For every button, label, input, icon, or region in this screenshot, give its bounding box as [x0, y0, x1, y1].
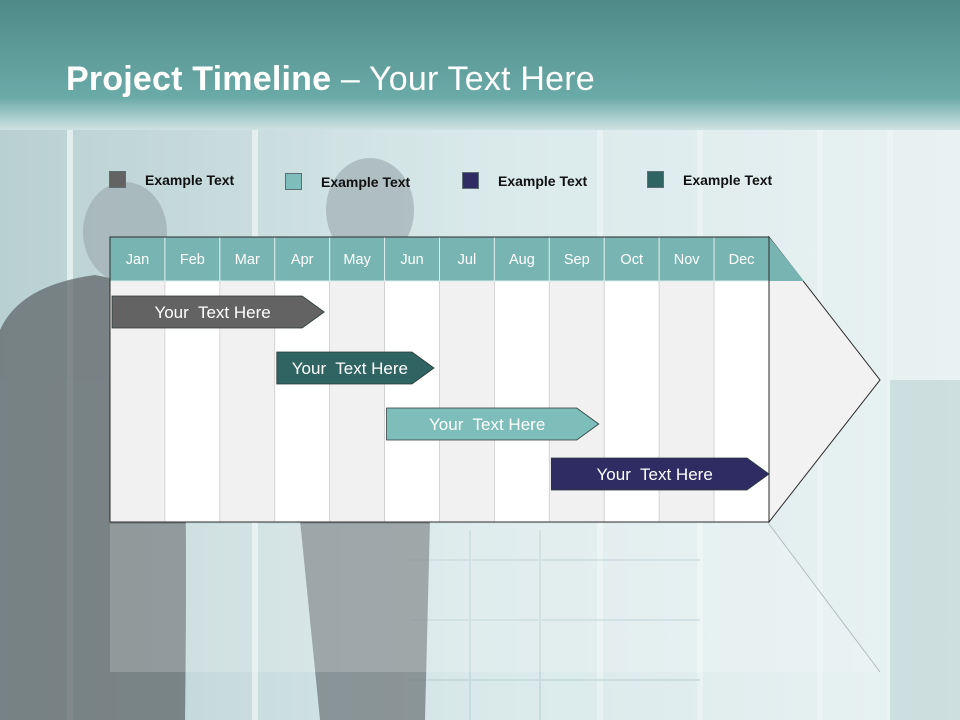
- legend-item-4: Example Text: [647, 171, 772, 188]
- month-label: Sep: [564, 252, 590, 268]
- month-header-aug: [493, 236, 550, 282]
- legend-label-2: Example Text: [321, 173, 411, 190]
- timeline-frame: [109, 236, 770, 523]
- month-label: Apr: [291, 252, 314, 268]
- month-label: Nov: [674, 252, 701, 268]
- task-label-2: Your Text Here: [292, 359, 408, 378]
- month-column-jul: [439, 280, 495, 523]
- month-column-jun: [384, 280, 440, 523]
- task-label-1: Your Text Here: [154, 303, 270, 322]
- month-label: May: [343, 252, 371, 268]
- month-label: Dec: [729, 252, 755, 268]
- month-label: Feb: [180, 252, 205, 268]
- legend-item-2: Example Text: [285, 173, 410, 190]
- month-header-sep: [548, 236, 605, 282]
- legend-label-1: Example Text: [145, 171, 235, 188]
- legend-swatch-4: [647, 171, 664, 188]
- legend-item-3: Example Text: [462, 172, 587, 189]
- month-header-apr: [274, 236, 331, 282]
- task-bar-2: [276, 351, 435, 385]
- month-label: Aug: [509, 252, 535, 268]
- task-bar-4: [550, 457, 770, 491]
- month-header-feb: [164, 236, 221, 282]
- legend-label-3: Example Text: [498, 172, 588, 189]
- task-label-3: Your Text Here: [429, 415, 545, 434]
- month-label: Jun: [400, 252, 423, 268]
- legend-label-4: Example Text: [683, 171, 773, 188]
- month-label: Mar: [235, 252, 260, 268]
- month-label: Jul: [458, 252, 477, 268]
- timeline-reflection: [110, 524, 880, 672]
- task-label-4: Your Text Here: [597, 465, 713, 484]
- month-label: Jan: [126, 252, 149, 268]
- legend-swatch-3: [462, 172, 479, 189]
- month-header-jun: [384, 236, 441, 282]
- month-header-oct: [603, 236, 660, 282]
- legend-swatch-1: [109, 171, 126, 188]
- month-column-aug: [494, 280, 550, 523]
- task-bar-3: [386, 407, 600, 441]
- title-bold: Project Timeline: [66, 60, 332, 98]
- month-header-mar: [219, 236, 276, 282]
- month-column-may: [329, 280, 385, 523]
- legend-swatch-2: [285, 173, 302, 190]
- title-rest: – Your Text Here: [331, 60, 595, 98]
- legend-item-1: Example Text: [109, 171, 234, 188]
- page-title: Project Timeline – Your Text Here: [66, 60, 595, 99]
- arrow-header-wedge: [769, 237, 804, 281]
- month-label: Oct: [620, 252, 643, 268]
- task-bar-1: [111, 295, 325, 329]
- reflection-edge: [768, 523, 881, 673]
